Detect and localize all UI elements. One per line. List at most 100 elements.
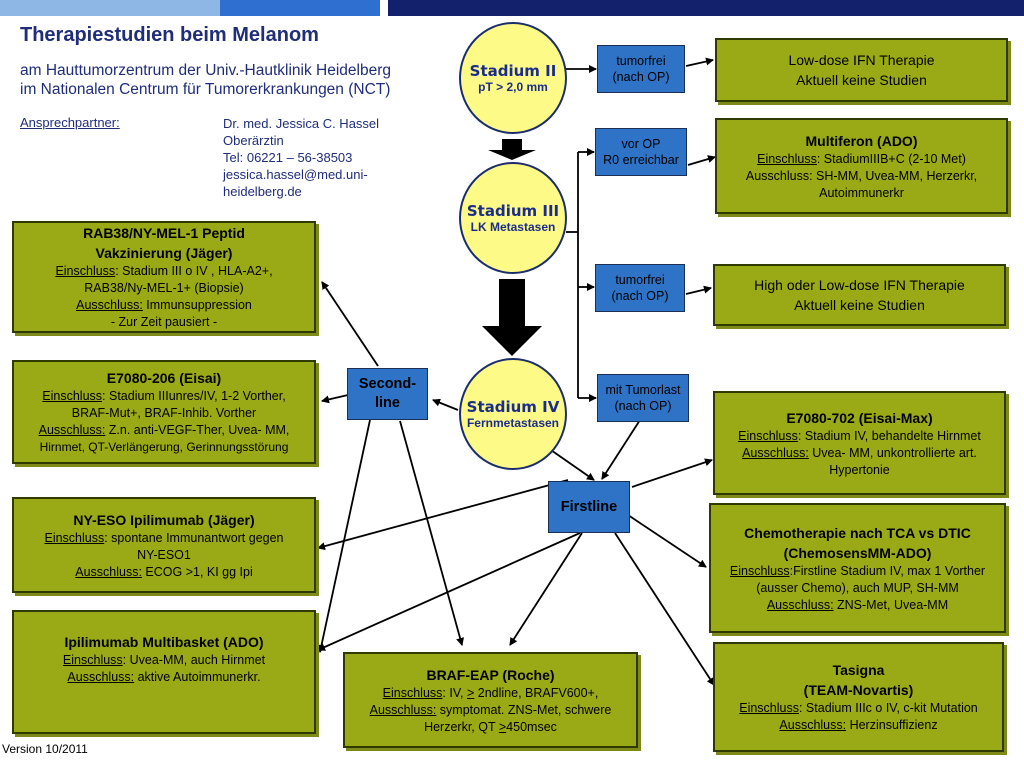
stage-criterion: Fernmetastasen — [466, 416, 560, 430]
inclusion-text: : Uvea-MM, auch Hirnmet — [122, 653, 266, 667]
connector-line — [627, 514, 707, 568]
inclusion-text: : IV, — [442, 685, 467, 700]
inclusion-text: :Firstline Stadium IV, max 1 Vorther — [789, 563, 986, 578]
study-exclusion: Ausschluss: symptomat. ZNS-Met, schwere — [370, 702, 612, 719]
decision-label: line — [375, 395, 400, 411]
header-color-bar — [0, 0, 1024, 16]
stage-iii-circle: Stadium III LK Metastasen — [459, 162, 567, 274]
stage-name: Stadium II — [469, 62, 557, 80]
stage-iv-circle: Stadium IV Fernmetastasen — [459, 358, 567, 470]
study-title: Multiferon (ADO) — [805, 132, 918, 149]
inclusion-text: : Stadium IIIunres/IV, 1-2 Vorther, — [102, 389, 286, 403]
inclusion-text: : Stadium III o IV , HLA-A2+, — [115, 264, 273, 278]
exclusion-label: Ausschluss: — [369, 702, 437, 717]
connector-line — [321, 281, 379, 367]
contact-role: Oberärztin — [223, 133, 284, 148]
contact-name: Dr. med. Jessica C. Hassel — [223, 116, 380, 131]
inclusion-text: BRAF-Mut+, BRAF-Inhib. Vorther — [71, 406, 257, 420]
study-inclusion: Einschluss: Stadium III o IV , HLA-A2+, — [55, 263, 272, 280]
decision-tumorlast: mit Tumorlast (nach OP) — [597, 374, 689, 422]
study-text: Low-dose IFN Therapie — [788, 52, 935, 68]
study-exclusion: Ausschluss: ZNS-Met, Uvea-MM — [767, 597, 948, 614]
decision-label: Second- — [358, 376, 417, 392]
header-bar-segment — [220, 0, 380, 16]
decision-label: tumorfrei — [615, 273, 665, 287]
exclusion-text: Herzerkr, QT — [424, 719, 499, 734]
study-title: E7080-206 (Eisai) — [106, 370, 222, 386]
stage-arrow-large — [482, 326, 542, 356]
contact-email-line: heidelberg.de — [223, 184, 302, 199]
decision-label: vor OP — [621, 137, 661, 151]
decision-label: (nach OP) — [612, 70, 670, 84]
study-inclusion: Einschluss: StadiumIIIB+C (2-10 Met) — [757, 151, 966, 168]
study-lowdose-ifn: Low-dose IFN Therapie Aktuell keine Stud… — [715, 38, 1008, 102]
study-text: High oder Low-dose IFN Therapie — [754, 277, 965, 293]
study-title: RAB38/NY-MEL-1 Peptid — [83, 225, 245, 241]
inclusion-label: Einschluss — [729, 563, 790, 578]
inclusion-text: : Stadium IV, behandelte Hirnmet — [797, 428, 981, 443]
inclusion-text: RAB38/Ny-MEL-1+ (Biopsie) — [84, 281, 244, 295]
decision-vor-op: vor OP R0 erreichbar — [595, 128, 687, 176]
exclusion-label: Ausschluss: — [742, 445, 809, 460]
study-tasigna: Tasigna (TEAM-Novartis) Einschluss: Stad… — [713, 642, 1004, 752]
study-e7080-702: E7080-702 (Eisai-Max) Einschluss: Stadiu… — [713, 391, 1006, 495]
study-title: BRAF-EAP (Roche) — [426, 666, 555, 683]
exclusion-text: > — [498, 719, 507, 734]
study-title: (TEAM-Novartis) — [803, 682, 914, 698]
inclusion-label: Einschluss — [42, 389, 103, 403]
study-title: (ChemosensMM-ADO) — [783, 544, 932, 561]
second-line-box: Second- line — [347, 368, 428, 420]
decision-label: (nach OP) — [614, 399, 672, 413]
contact-label: Ansprechpartner: — [20, 115, 120, 130]
exclusion-text: 450msec — [506, 719, 557, 734]
study-title: E7080-702 (Eisai-Max) — [786, 409, 933, 426]
version-label: Version 10/2011 — [2, 742, 88, 756]
exclusion-label: Ausschluss: — [75, 564, 142, 579]
exclusion-text: Autoimmunerkr — [819, 185, 904, 200]
study-title: Vakzinierung (Jäger) — [95, 245, 233, 261]
firstline-box: Firstline — [548, 481, 630, 533]
connector-line — [432, 398, 459, 411]
stage-name: Stadium III — [466, 202, 560, 220]
decision-tumorfrei-stage-iii: tumorfrei (nach OP) — [595, 264, 685, 312]
subtitle-line: am Hauttumorzentrum der Univ.-Hautklinik… — [20, 62, 391, 79]
connector-line — [601, 419, 641, 480]
study-multiferon: Multiferon (ADO) Einschluss: StadiumIIIB… — [715, 118, 1008, 214]
connector-line — [685, 57, 714, 67]
contact-info: Dr. med. Jessica C. Hassel Oberärztin Te… — [223, 115, 413, 200]
study-exclusion: Ausschluss: Herzinsuffizienz — [779, 717, 937, 734]
study-text: Aktuell keine Studien — [796, 72, 927, 88]
exclusion-text: symptomat. ZNS-Met, schwere — [436, 702, 612, 717]
study-high-low-ifn: High oder Low-dose IFN Therapie Aktuell … — [713, 264, 1006, 326]
header-bar-segment — [380, 0, 388, 16]
study-exclusion: Herzerkr, QT >450msec — [424, 719, 557, 736]
study-title: Ipilimumab Multibasket (ADO) — [64, 634, 264, 650]
study-chemotherapie: Chemotherapie nach TCA vs DTIC (Chemosen… — [709, 503, 1006, 633]
study-inclusion: Einschluss: Stadium IIIunres/IV, 1-2 Vor… — [42, 388, 285, 405]
decision-label: Firstline — [560, 499, 618, 515]
connector-line — [399, 420, 464, 646]
study-inclusion: Einschluss: spontane Immunantwort gegen — [44, 530, 283, 547]
decision-label: R0 erreichbar — [603, 153, 679, 167]
decision-label: tumorfrei — [616, 54, 666, 68]
inclusion-label: Einschluss — [739, 701, 799, 715]
study-exclusion: Ausschluss: aktive Autoimmunerkr. — [67, 669, 260, 686]
stage-progression-arrows — [482, 139, 542, 356]
stage-arrow-large — [499, 279, 525, 326]
exclusion-text: Herzinsuffizienz — [846, 718, 938, 732]
header-bar-segment — [388, 0, 1024, 16]
exclusion-text: aktive Autoimmunerkr. — [134, 670, 261, 684]
study-exclusion: Ausschluss: Immunsuppression — [76, 297, 252, 314]
connector-line — [614, 532, 715, 686]
inclusion-text: 2ndline, BRAFV600+, — [474, 685, 599, 700]
inclusion-text: : Stadium IIIc o IV, c-kit Mutation — [798, 701, 978, 715]
study-rab38: RAB38/NY-MEL-1 Peptid Vakzinierung (Jäge… — [12, 221, 316, 333]
study-e7080-206: E7080-206 (Eisai) Einschluss: Stadium II… — [12, 360, 316, 464]
study-inclusion: Einschluss: IV, > 2ndline, BRAFV600+, — [383, 685, 599, 702]
connector-line — [321, 394, 349, 404]
study-inclusion: Einschluss:Firstline Stadium IV, max 1 V… — [730, 563, 985, 580]
study-inclusion: Einschluss: Uvea-MM, auch Hirnmet — [63, 652, 265, 669]
study-inclusion: Einschluss: Stadium IIIc o IV, c-kit Mut… — [739, 700, 978, 717]
inclusion-label: Einschluss — [44, 530, 105, 545]
inclusion-text: (ausser Chemo), auch MUP, SH-MM — [756, 580, 959, 595]
